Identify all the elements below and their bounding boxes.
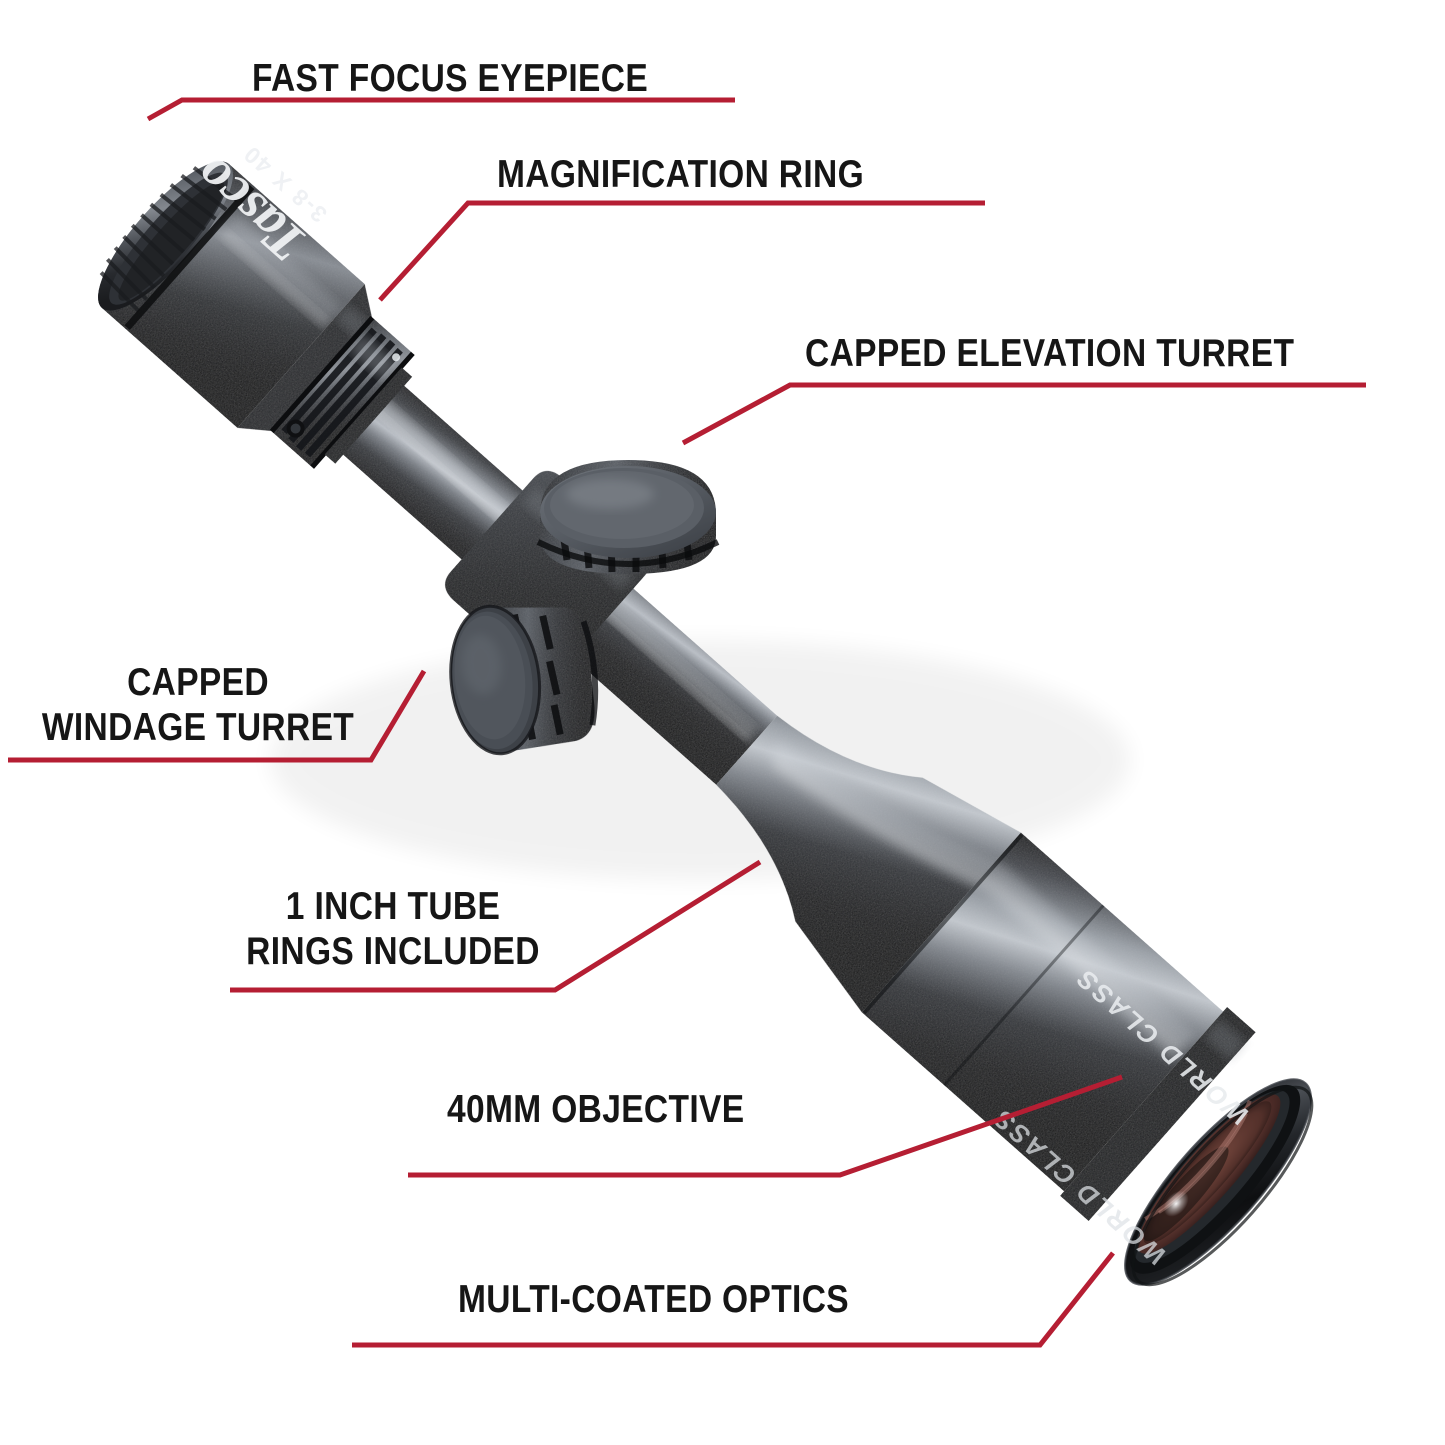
leader-line-fast-focus-eyepiece bbox=[146, 97, 735, 122]
callout-label-40mm-objective: 40MM OBJECTIVE bbox=[447, 1088, 745, 1131]
callout-label-fast-focus-eyepiece: FAST FOCUS EYEPIECE bbox=[252, 57, 649, 100]
leader-line-capped-elevation-turret bbox=[681, 382, 1366, 446]
callout-label-capped-windage-turret: CAPPED WINDAGE TURRET bbox=[41, 661, 355, 750]
leader-line-capped-windage-turret bbox=[8, 669, 427, 763]
callout-label-magnification-ring: MAGNIFICATION RING bbox=[497, 153, 865, 196]
callout-label-multi-coated-optics: MULTI-COATED OPTICS bbox=[458, 1278, 849, 1321]
leader-line-40mm-objective bbox=[408, 1074, 1123, 1178]
leader-line-multi-coated-optics bbox=[352, 1251, 1115, 1348]
callout-label-capped-elevation-turret: CAPPED ELEVATION TURRET bbox=[805, 332, 1295, 375]
leader-line-one-inch-tube bbox=[230, 859, 762, 993]
callout-label-one-inch-tube-rings-included: 1 INCH TUBE RINGS INCLUDED bbox=[246, 885, 540, 974]
leader-line-magnification-ring bbox=[378, 200, 985, 302]
